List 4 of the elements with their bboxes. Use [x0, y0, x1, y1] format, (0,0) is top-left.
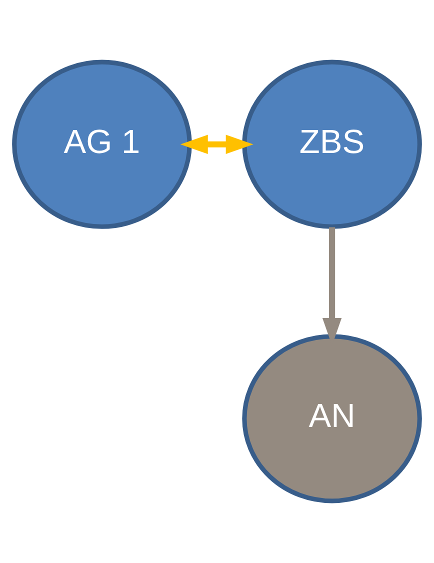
- node-circle: AN: [242, 334, 422, 504]
- node-circle: ZBS: [242, 60, 422, 229]
- node-circle: AG 1: [12, 60, 192, 229]
- arrow: [180, 134, 254, 154]
